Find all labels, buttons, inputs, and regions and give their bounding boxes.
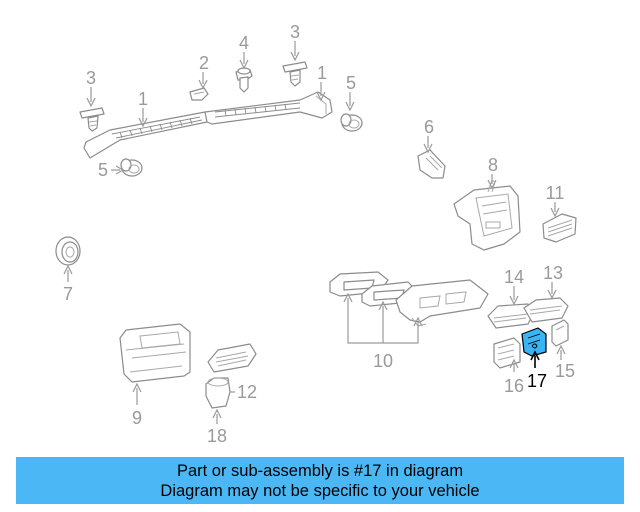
callout-11: 11: [546, 183, 565, 203]
part-8-center-bezel: [453, 179, 521, 251]
callout-7: 7: [63, 284, 73, 304]
callout-17: 17: [527, 371, 547, 391]
callout-15: 15: [555, 361, 575, 381]
callout-5: 5: [98, 160, 108, 180]
part-5-grommet-left: [120, 158, 143, 177]
callout-5: 5: [346, 73, 356, 93]
part-17-highlighted[interactable]: [521, 327, 547, 357]
part-9-housing: [119, 323, 191, 383]
banner-line-2: Diagram may not be specific to your vehi…: [160, 481, 480, 500]
callout-8: 8: [488, 155, 498, 175]
part-15-trim: [551, 319, 569, 347]
callout-1: 1: [317, 63, 327, 83]
leader-lines: [63, 41, 566, 424]
info-banner: Part or sub-assembly is #17 in diagram D…: [16, 457, 624, 504]
callout-6: 6: [424, 117, 434, 137]
callout-13: 13: [543, 263, 563, 283]
callout-3: 3: [290, 22, 300, 42]
part-13-vent: [523, 297, 569, 323]
callout-1: 1: [138, 89, 148, 109]
callout-9: 9: [132, 408, 142, 428]
part-3-clip-left: [79, 107, 105, 132]
part-7-round-vent: [55, 236, 81, 266]
callout-14: 14: [504, 267, 524, 287]
part-1-defroster-nozzle: [83, 91, 333, 159]
callout-3: 3: [86, 68, 96, 88]
part-5-grommet-right: [340, 113, 363, 132]
part-18-knob: [205, 377, 231, 409]
part-10-register-assembly: [329, 271, 489, 327]
part-4-screw: [235, 67, 253, 93]
callout-labels: 1 1 2 3 3 4 5 5 6 7 8 9 10 11 12 13 14 1…: [63, 22, 575, 446]
callout-10: 10: [373, 351, 393, 371]
part-2-clip: [189, 87, 209, 101]
part-3-clip-right: [282, 61, 308, 87]
callout-16: 16: [504, 376, 524, 396]
banner-line-1: Part or sub-assembly is #17 in diagram: [176, 461, 464, 480]
callout-4: 4: [239, 33, 249, 53]
part-12-vent: [207, 343, 257, 373]
callout-12: 12: [237, 382, 257, 402]
part-11-vent: [542, 213, 577, 243]
part-6-side-vent: [417, 149, 446, 179]
callout-2: 2: [199, 53, 209, 73]
callout-18: 18: [207, 426, 227, 446]
